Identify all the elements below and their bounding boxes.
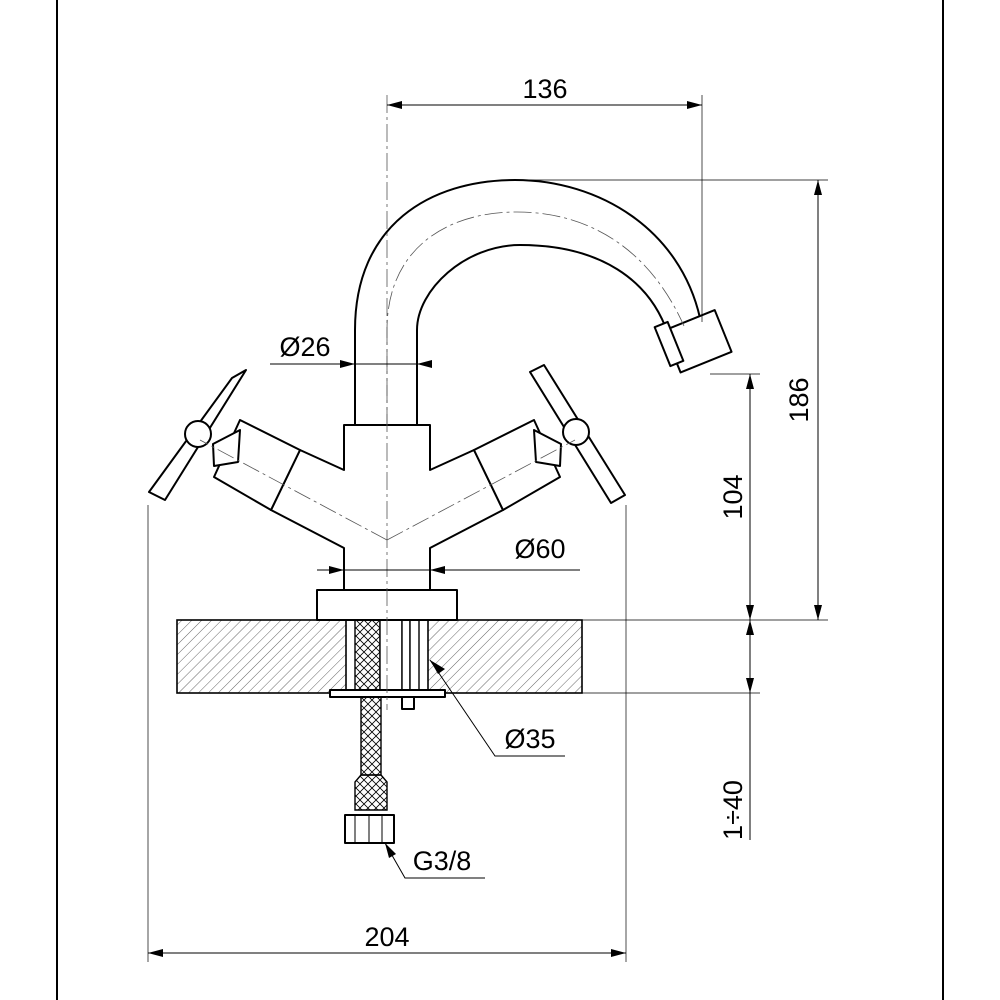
right-handle [473,364,626,511]
leader-shank-diameter: Ø35 [429,659,565,757]
dimension-base-diameter: Ø60 [317,534,580,574]
dimension-label-spout-diameter: Ø26 [279,332,330,362]
dimension-total-width: 204 [147,505,627,962]
dimension-total-height: 186 [515,179,828,621]
dimension-spout-reach: 136 [387,74,703,322]
dimension-label-connection-thread: G3/8 [413,846,472,876]
flexible-hose [344,696,395,844]
leader-connection-thread: G3/8 [384,842,485,879]
centre-lines [199,95,685,710]
dimension-spout-diameter: Ø26 [270,332,432,368]
dimension-label-counter-thickness: 1÷40 [718,780,748,840]
dimension-label-shank-diameter: Ø35 [504,724,555,754]
frame [56,0,944,1000]
dimension-counter-thickness: 1÷40 [582,620,760,840]
dimension-label-spout-outlet-height: 104 [718,474,748,519]
dimension-label-total-width: 204 [364,922,409,952]
dimension-label-base-diameter: Ø60 [514,534,565,564]
dimension-label-total-height: 186 [784,377,814,422]
dimension-spout-outlet-height: 104 [710,373,760,620]
shank-assembly [329,619,446,710]
left-handle [148,369,301,511]
dimension-label-spout-reach: 136 [522,74,567,104]
spout [354,179,733,426]
